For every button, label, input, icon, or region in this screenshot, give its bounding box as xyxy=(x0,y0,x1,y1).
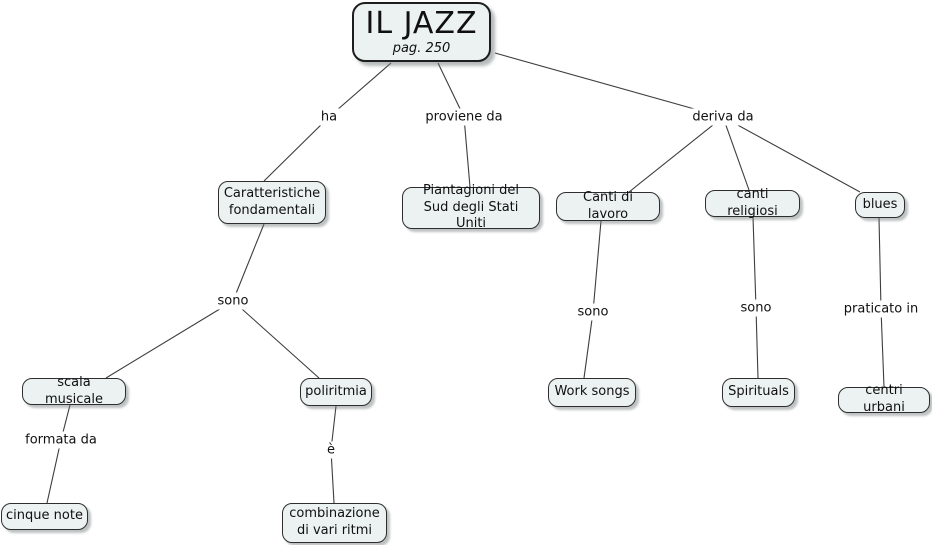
link-label-sono-caratteristiche[interactable]: sono xyxy=(214,292,252,310)
node-combinazione-vari-ritmi[interactable]: combinazione di vari ritmi xyxy=(282,503,387,543)
edge-line-5 xyxy=(628,116,724,193)
edge-line-12 xyxy=(46,439,62,504)
edge-line-16 xyxy=(583,311,594,379)
node-caratteristiche-fondamentali[interactable]: Caratteristiche fondamentali xyxy=(218,181,326,224)
node-work-songs[interactable]: Work songs xyxy=(548,378,636,407)
edge-line-18 xyxy=(755,307,759,379)
edge-line-17 xyxy=(752,216,757,309)
node-canti-religiosi[interactable]: canti religiosi xyxy=(705,187,800,219)
edge-line-15 xyxy=(592,220,602,313)
node-scala-musicale[interactable]: scala musicale xyxy=(22,375,126,407)
link-label-praticato-in[interactable]: praticato in xyxy=(840,300,922,318)
link-label-proviene-da[interactable]: proviene da xyxy=(422,108,506,126)
node-blues[interactable]: blues xyxy=(855,192,905,218)
node-poliritmia[interactable]: poliritmia xyxy=(300,378,372,406)
edge-line-8 xyxy=(232,223,265,302)
edge-line-1 xyxy=(263,116,330,182)
edge-line-9 xyxy=(105,300,234,379)
edge-line-2 xyxy=(437,62,465,118)
node-centri-urbani[interactable]: centri urbani xyxy=(838,383,930,415)
link-label-deriva-da[interactable]: deriva da xyxy=(689,108,757,126)
root-node-title: IL JAZZ xyxy=(365,6,478,42)
root-node-subtitle: pag. 250 xyxy=(392,40,451,56)
node-canti-di-lavoro[interactable]: Canti di lavoro xyxy=(556,190,660,222)
edge-line-14 xyxy=(330,449,335,504)
node-il-jazz[interactable]: IL JAZZ pag. 250 xyxy=(352,2,491,62)
link-label-ha[interactable]: ha xyxy=(317,108,341,126)
node-piantagioni-sud-stati-uniti[interactable]: Piantagioni del Sud degli Stati Uniti xyxy=(402,183,540,231)
node-cinque-note[interactable]: cinque note xyxy=(1,503,88,530)
link-label-formata-da[interactable]: formata da xyxy=(22,431,100,449)
edge-line-3 xyxy=(463,116,471,188)
node-spirituals[interactable]: Spirituals xyxy=(722,378,795,407)
edge-line-19 xyxy=(878,217,882,310)
edge-line-6 xyxy=(722,116,750,191)
link-label-sono-spirituals[interactable]: sono xyxy=(737,299,775,317)
edge-line-10 xyxy=(232,300,320,379)
edge-line-7 xyxy=(722,116,861,193)
edge-line-4 xyxy=(494,52,724,118)
link-label-sono-work-songs[interactable]: sono xyxy=(574,303,612,321)
link-label-e-accent[interactable]: è xyxy=(324,441,338,459)
edge-line-20 xyxy=(880,308,885,388)
edge-line-0 xyxy=(328,62,392,118)
